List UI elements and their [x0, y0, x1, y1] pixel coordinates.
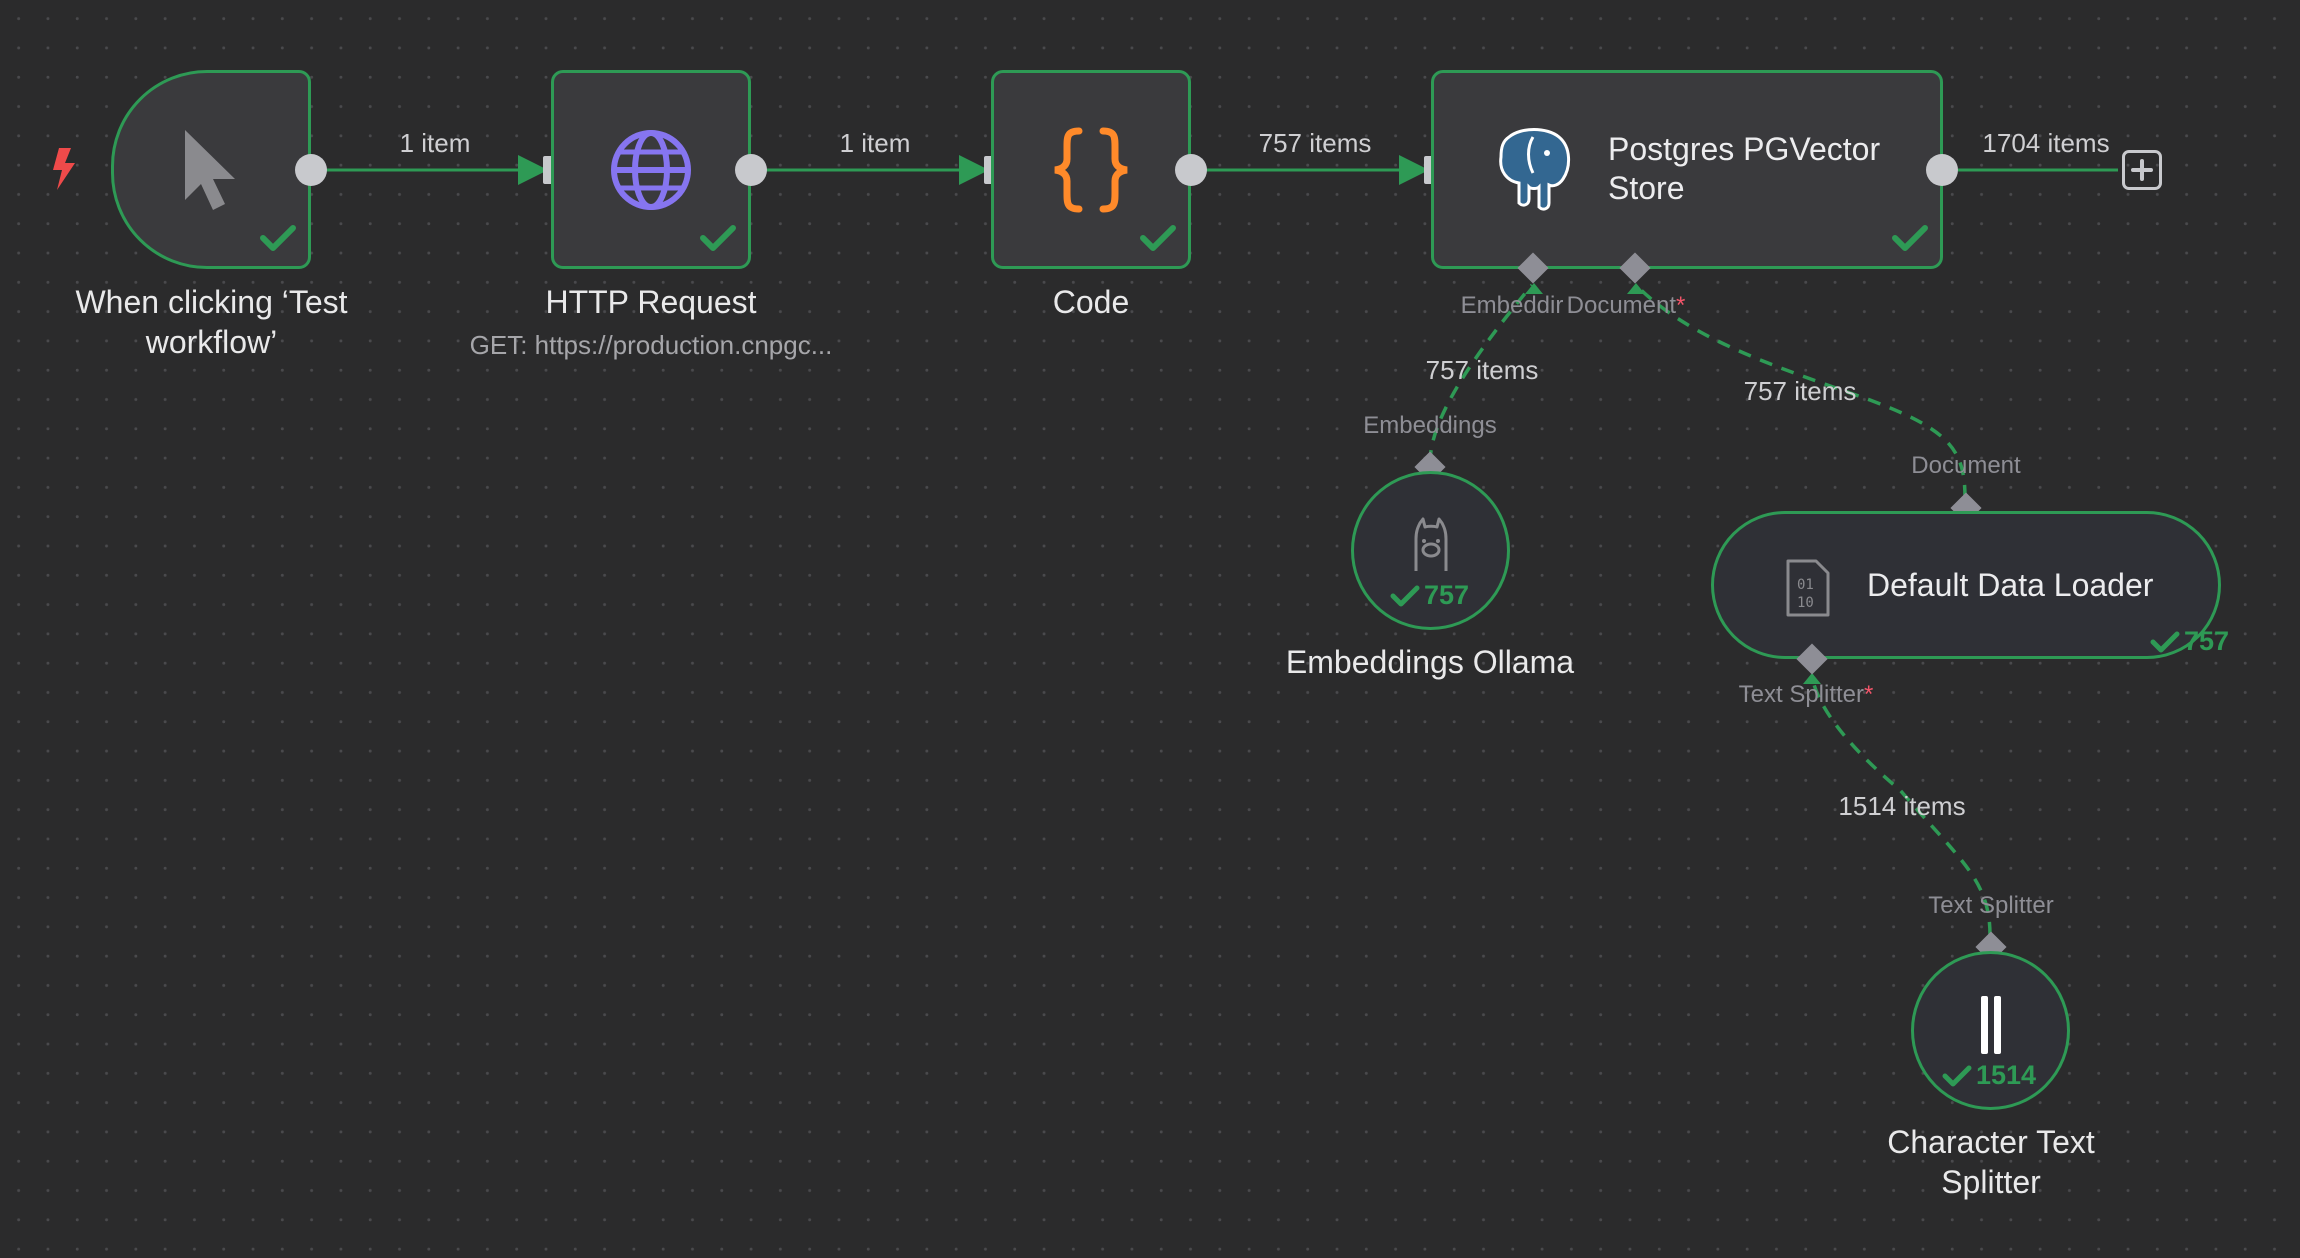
connection-label-code-pgvector: 757 items	[1258, 128, 1372, 158]
success-check-icon	[2150, 631, 2180, 652]
wire-loader-pgvector[interactable]	[1634, 283, 1967, 499]
http-output-port[interactable]	[735, 154, 767, 186]
node-manual-trigger[interactable]	[111, 70, 311, 269]
node-embeddings-ollama[interactable]: 757	[1351, 471, 1510, 630]
add-node-button[interactable]	[2122, 150, 2162, 190]
text-split-icon	[1966, 990, 2016, 1060]
curly-braces-icon	[994, 73, 1188, 266]
lightning-bolt-icon	[44, 144, 82, 194]
success-check-icon	[260, 225, 296, 251]
wire-embeddings-pgvector[interactable]	[1428, 283, 1534, 464]
pgvector-title: Postgres PGVector Store	[1608, 131, 1881, 206]
success-check-icon	[1140, 225, 1176, 251]
llama-icon	[1404, 514, 1458, 576]
connection-label-http-code: 1 item	[839, 128, 911, 158]
trigger-output-port[interactable]	[295, 154, 327, 186]
code-output-port[interactable]	[1175, 154, 1207, 186]
connection-label-trigger-http: 1 item	[399, 128, 471, 158]
success-check-icon	[1390, 585, 1420, 606]
node-postgres-pgvector-store[interactable]: Postgres PGVector Store	[1431, 70, 1943, 269]
binary-file-icon: 01 10	[1782, 558, 1834, 618]
node-http-request[interactable]	[551, 70, 751, 269]
postgres-elephant-icon	[1492, 125, 1576, 215]
pgvector-embedding-port-label: Embeddir	[1460, 292, 1564, 319]
code-title: Code	[1052, 284, 1130, 320]
embeddings-title: Embeddings Ollama	[1285, 644, 1575, 680]
http-title: HTTP Request	[545, 284, 757, 320]
node-default-data-loader[interactable]: 01 10 Default Data Loader 757	[1711, 511, 2229, 659]
splitter-output-port-label: Text Splitter	[1928, 892, 2054, 919]
embeddings-run-count: 757	[1390, 580, 1469, 611]
trigger-title: When clicking ‘Test workflow’	[75, 284, 348, 360]
plus-icon	[2131, 159, 2153, 181]
http-subtitle: GET: https://production.cnpgc...	[469, 330, 833, 360]
success-check-icon	[1942, 1065, 1972, 1086]
connection-label-embeddings: 757 items	[1425, 355, 1539, 385]
splitter-title: Character Text Splitter	[1887, 1124, 2095, 1200]
success-check-icon	[700, 225, 736, 251]
node-code[interactable]	[991, 70, 1191, 269]
splitter-run-count: 1514	[1942, 1060, 2036, 1091]
pgvector-output-port[interactable]	[1926, 154, 1958, 186]
connection-label-splitter: 1514 items	[1838, 791, 1966, 821]
globe-icon	[554, 73, 748, 266]
connection-label-loader: 757 items	[1743, 376, 1857, 406]
loader-run-count: 757	[2150, 626, 2229, 657]
loader-title: Default Data Loader	[1867, 567, 2154, 603]
success-check-icon	[1892, 225, 1928, 251]
node-character-text-splitter[interactable]: 1514	[1911, 951, 2070, 1110]
pgvector-document-port-label: Document*	[1566, 292, 1686, 319]
loader-text-splitter-port-label: Text Splitter*	[1738, 681, 1874, 708]
connection-label-pgvector-out: 1704 items	[1982, 128, 2110, 158]
loader-output-port-label: Document	[1911, 452, 2021, 479]
cursor-pointer-icon	[114, 73, 308, 266]
embeddings-output-port-label: Embeddings	[1363, 412, 1497, 439]
svg-text:01: 01	[1797, 577, 1814, 593]
svg-text:10: 10	[1797, 595, 1814, 611]
